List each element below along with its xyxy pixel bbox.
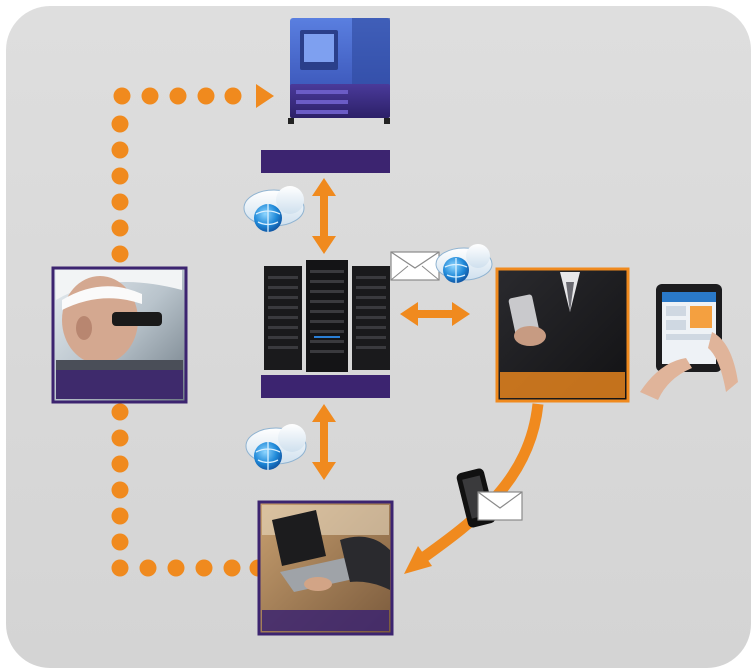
climate-test-chamber-icon [288,18,390,124]
dotted-connector-technician-to-chamber [111,84,274,263]
phone-envelope-icon [456,468,523,528]
cloud-globe-icon [435,244,493,283]
bidirectional-arrow-server-laptop [312,404,336,480]
cloud-globe-icon [243,186,305,232]
cloud-globe-icon [245,424,307,470]
bidirectional-arrow-chamber-server [312,178,336,254]
tablet-hand-icon [640,284,738,400]
bidirectional-arrow-server-phone [400,302,470,326]
server-base-bar [261,375,390,398]
laptop-typing-photo [257,500,394,636]
businessman-smartphone-photo [495,267,630,403]
server-rack-icon [264,260,390,372]
arrowhead-right-icon [256,84,274,108]
chamber-base-bar [261,150,390,173]
envelope-icon [390,251,440,281]
technician-photo [51,266,188,404]
